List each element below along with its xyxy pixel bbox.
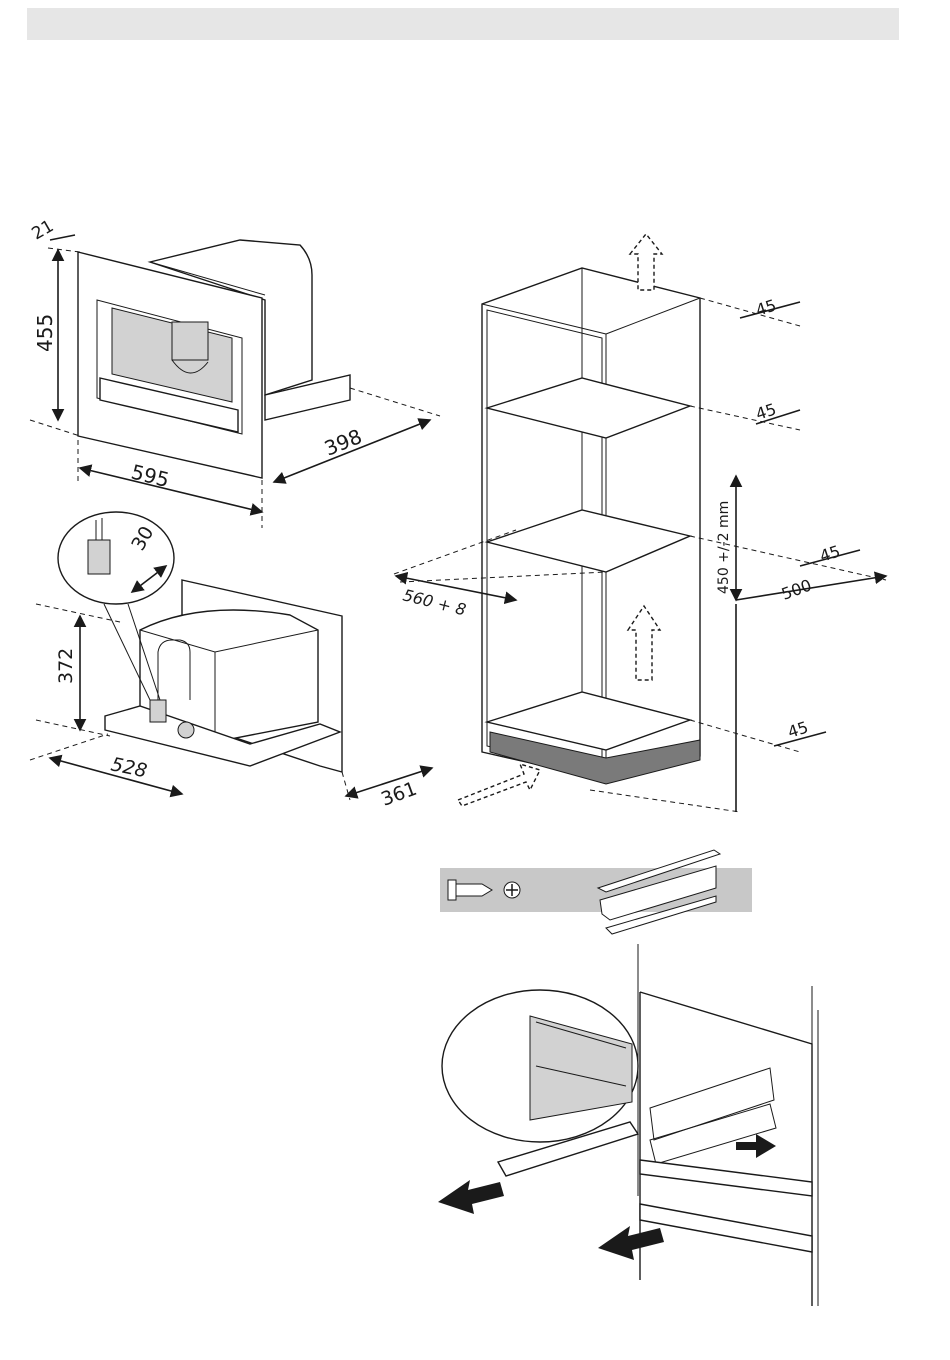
niche-width-label: 560 + 8 [401,585,468,619]
machine-width-label: 595 [129,460,172,493]
connection-width-label: 528 [109,753,149,782]
connection-height-label: 372 [55,648,77,684]
cabinet-figure [458,234,700,806]
vent-top-label: 45 [753,295,778,319]
niche-height-label: 450 +/-2 mm [716,501,732,594]
machine-height-label: 455 [33,314,57,352]
arrow-icon [438,1180,504,1214]
vent-middle-label: 45 [817,541,842,565]
rail-installation-figure [438,944,818,1306]
phillips-head-icon [504,882,520,898]
connection-depth-label: 361 [378,778,420,811]
fixing-parts-panel [440,850,752,934]
vent-shelf-label: 45 [753,399,778,423]
machine-depth-label: 398 [321,424,365,461]
connection-figure [58,512,342,772]
arrow-icon [598,1226,664,1260]
niche-depth-label: 500 [779,575,814,603]
machine-front-figure [78,240,350,478]
vent-bottom-label: 45 [785,717,810,741]
